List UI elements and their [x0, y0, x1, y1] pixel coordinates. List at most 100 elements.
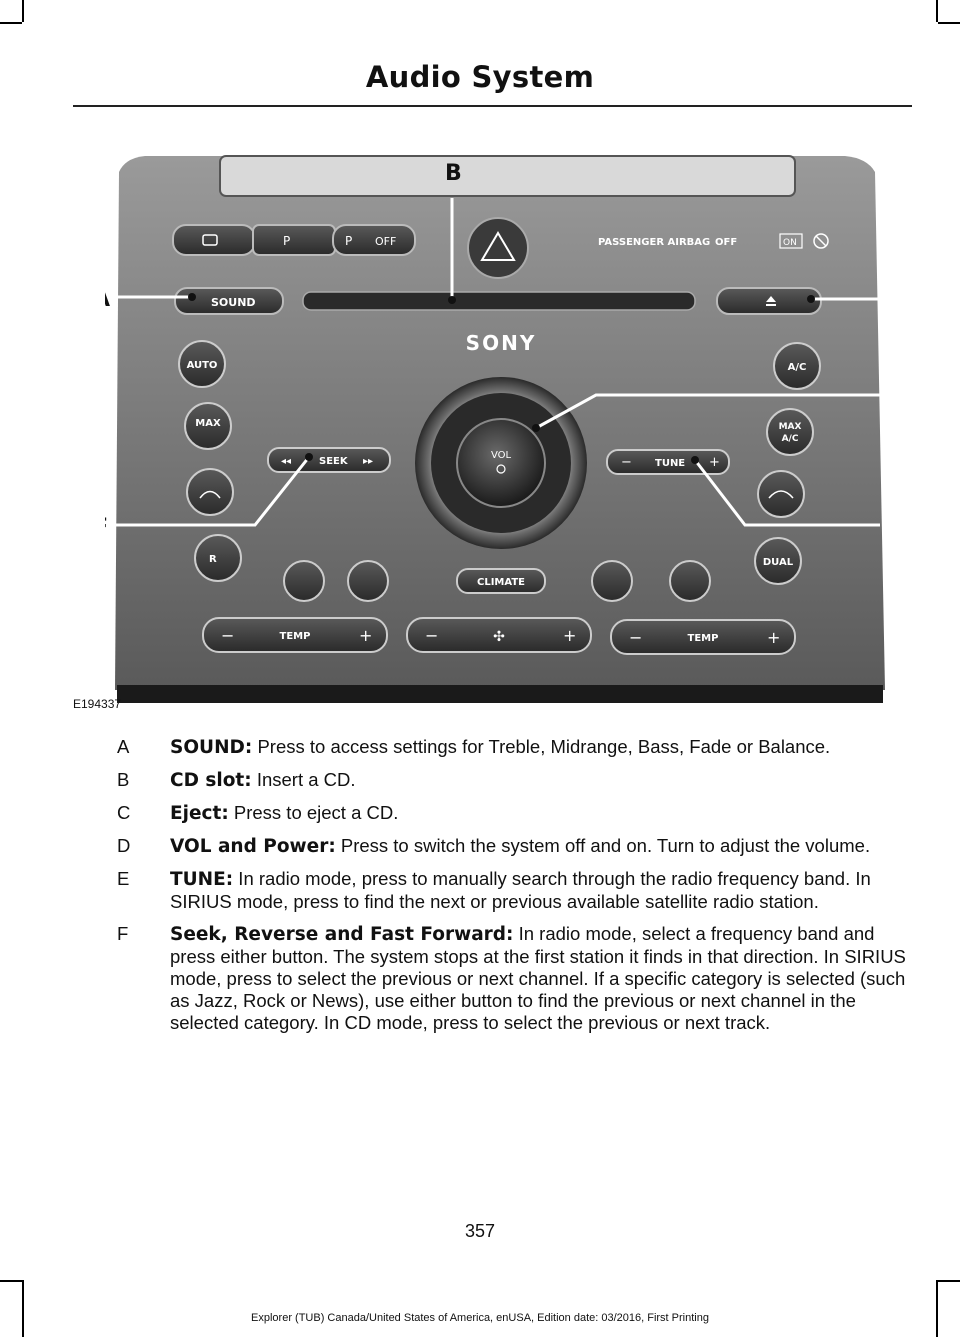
crop-mark — [22, 0, 24, 22]
auto-button: AUTO — [178, 340, 226, 388]
svg-text:MAX: MAX — [195, 418, 221, 429]
eject-button — [716, 287, 822, 315]
fan-speed-control: − ✣ + — [406, 617, 592, 653]
svg-text:TUNE: TUNE — [655, 458, 685, 469]
svg-text:P: P — [345, 234, 352, 248]
seek-button: ◂◂ SEEK ▸▸ — [267, 447, 391, 473]
svg-text:MAX: MAX — [779, 422, 802, 432]
item-text: Press to eject a CD. — [228, 802, 399, 823]
svg-text:✣: ✣ — [493, 629, 505, 645]
svg-text:−: − — [621, 455, 632, 470]
crop-mark — [0, 1280, 22, 1282]
sound-button: SOUND — [174, 287, 284, 315]
item-key: B — [117, 769, 130, 790]
svg-text:−: − — [425, 626, 438, 645]
page-footer: Explorer (TUB) Canada/United States of A… — [251, 1312, 709, 1324]
brand-logo: SONY — [466, 331, 537, 355]
crop-mark — [0, 22, 22, 24]
svg-text:P: P — [283, 234, 290, 248]
screen-bezel — [219, 155, 796, 197]
title-rule — [73, 105, 912, 107]
svg-text:A/C: A/C — [782, 434, 799, 444]
svg-text:SOUND: SOUND — [211, 296, 256, 309]
radio-panel-figure: P P OFF PASSENGER AIRBAG OFF ON SOUND SO… — [105, 155, 885, 703]
svg-text:+: + — [359, 626, 372, 645]
item-text: In radio mode, press to manually search … — [170, 868, 871, 912]
svg-text:TEMP: TEMP — [280, 631, 311, 642]
svg-text:CLIMATE: CLIMATE — [477, 577, 525, 588]
svg-text:A/C: A/C — [788, 362, 807, 373]
airbag-indicator: PASSENGER AIRBAG OFF ON — [598, 233, 829, 249]
right-temp-control: − TEMP + — [610, 619, 796, 655]
ac-button: A/C — [773, 342, 821, 390]
svg-text:PASSENGER AIRBAG: PASSENGER AIRBAG — [598, 237, 710, 248]
svg-text:AUTO: AUTO — [187, 360, 218, 371]
callout-descriptions: A SOUND: Press to access settings for Tr… — [73, 736, 913, 1044]
svg-text:+: + — [563, 626, 576, 645]
item-key: D — [117, 835, 131, 856]
left-temp-control: − TEMP + — [202, 617, 388, 653]
callout-f: F — [105, 515, 108, 540]
hazard-button — [467, 217, 529, 279]
item-key: C — [117, 802, 131, 823]
callout-a: A — [105, 287, 110, 312]
item-term: TUNE: — [170, 869, 234, 890]
list-item: C Eject: Press to eject a CD. — [73, 802, 913, 825]
item-text: Press to access settings for Treble, Mid… — [252, 736, 831, 757]
left-seat-cool-button — [347, 560, 389, 602]
svg-text:OFF: OFF — [715, 237, 737, 248]
item-key: E — [117, 868, 130, 889]
list-item: F Seek, Reverse and Fast Forward: In rad… — [73, 923, 913, 1034]
cd-slot — [302, 291, 696, 311]
item-term: CD slot: — [170, 770, 252, 791]
svg-text:◂◂: ◂◂ — [281, 456, 291, 467]
rear-defrost-button: R — [194, 534, 242, 582]
svg-text:R: R — [209, 554, 217, 565]
item-term: VOL and Power: — [170, 836, 336, 857]
top-button-row: P P OFF — [172, 224, 416, 256]
list-item: E TUNE: In radio mode, press to manually… — [73, 868, 913, 913]
list-item: B CD slot: Insert a CD. — [73, 769, 913, 792]
svg-text:TEMP: TEMP — [688, 633, 719, 644]
svg-text:+: + — [709, 455, 720, 470]
item-key: F — [117, 923, 129, 944]
right-seat-heat-button — [591, 560, 633, 602]
item-text: In radio mode, select a frequency band a… — [170, 923, 906, 1033]
dual-button: DUAL — [754, 537, 802, 585]
callout-b: B — [445, 161, 462, 186]
svg-text:▸▸: ▸▸ — [363, 456, 373, 467]
page-title: Audio System — [365, 60, 595, 94]
item-text: Insert a CD. — [251, 769, 356, 790]
volume-knob: VOL — [415, 377, 587, 549]
svg-text:ON: ON — [783, 238, 797, 248]
svg-text:−: − — [221, 626, 234, 645]
svg-text:SEEK: SEEK — [319, 456, 349, 467]
item-term: Eject: — [170, 803, 229, 824]
callout-dots — [188, 293, 815, 464]
crop-mark — [938, 22, 960, 24]
crop-mark — [22, 1280, 24, 1337]
page-number: 357 — [464, 1221, 496, 1241]
svg-text:−: − — [629, 628, 642, 647]
list-item: A SOUND: Press to access settings for Tr… — [73, 736, 913, 759]
left-seat-heat-button — [283, 560, 325, 602]
list-item: D VOL and Power: Press to switch the sys… — [73, 835, 913, 858]
svg-text:VOL: VOL — [491, 450, 512, 461]
crop-mark — [938, 1280, 960, 1282]
svg-text:OFF: OFF — [375, 235, 396, 248]
item-term: Seek, Reverse and Fast Forward: — [170, 924, 514, 945]
item-term: SOUND: — [170, 737, 253, 758]
defrost-button — [186, 468, 234, 516]
callout-lines — [110, 198, 880, 527]
crop-mark — [936, 0, 938, 22]
recirculation-button — [757, 470, 805, 518]
climate-button: CLIMATE — [456, 568, 546, 594]
max-defrost-button: MAX — [184, 402, 232, 450]
item-key: A — [117, 736, 130, 757]
crop-mark — [936, 1280, 938, 1337]
svg-text:+: + — [767, 628, 780, 647]
figure-id: E194337 — [73, 697, 122, 711]
svg-text:DUAL: DUAL — [763, 557, 794, 568]
max-ac-button: MAX A/C — [766, 408, 814, 456]
item-text: Press to switch the system off and on. T… — [335, 835, 871, 856]
